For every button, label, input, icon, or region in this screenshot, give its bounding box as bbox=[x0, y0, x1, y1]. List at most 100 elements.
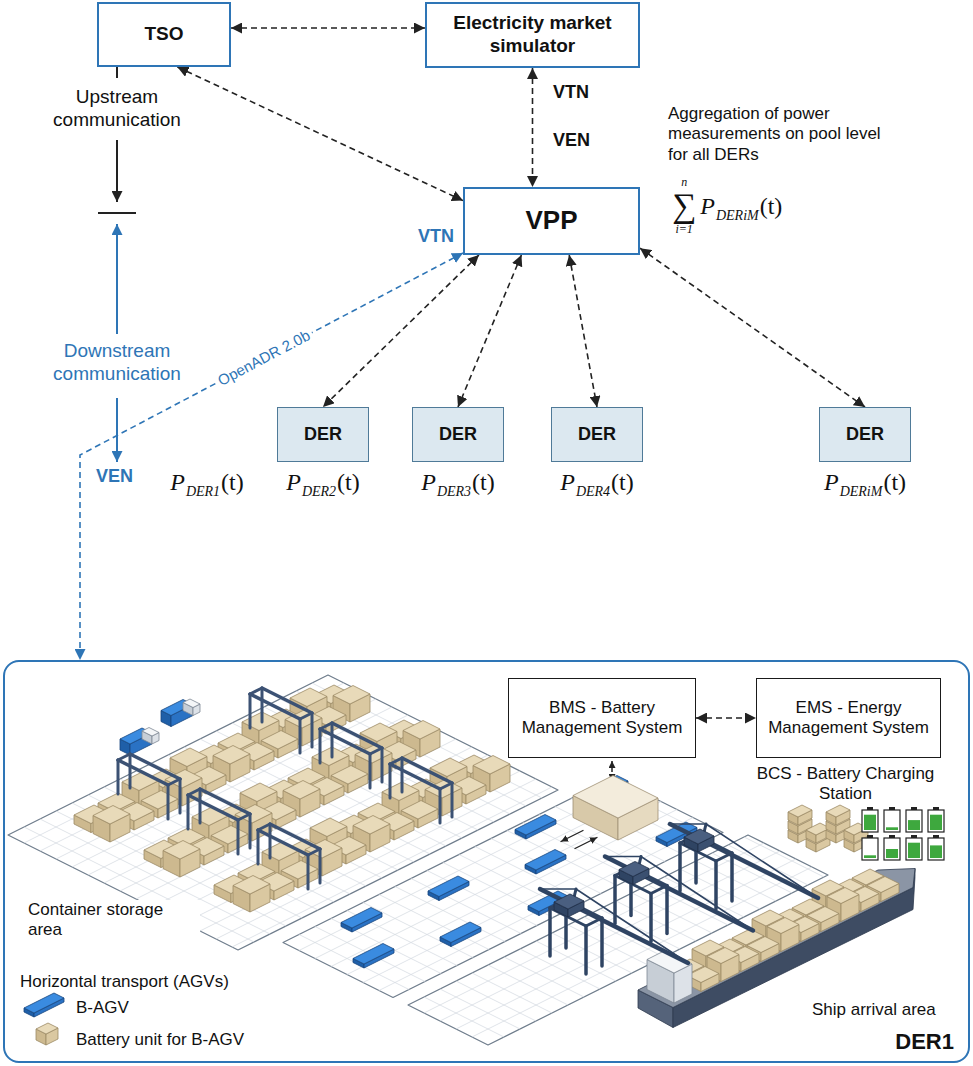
gantry-crane bbox=[299, 719, 302, 753]
battery-unit bbox=[788, 805, 812, 817]
formula-part: P bbox=[824, 469, 839, 495]
grid-line bbox=[315, 927, 425, 982]
container-stack bbox=[261, 731, 298, 750]
container-stack bbox=[310, 818, 347, 837]
grid-line bbox=[427, 871, 537, 926]
gantry-crane bbox=[187, 795, 190, 829]
connector bbox=[80, 253, 463, 660]
downstream-arrow bbox=[116, 398, 118, 462]
gantry-crane bbox=[200, 789, 250, 814]
gantry-crane bbox=[179, 779, 182, 813]
agv bbox=[341, 908, 382, 929]
grid-line bbox=[88, 715, 408, 875]
formula-part: P bbox=[700, 193, 715, 219]
gantry-crane bbox=[249, 814, 252, 848]
gantry-crane bbox=[250, 688, 262, 694]
grid-line bbox=[507, 831, 617, 886]
formula: n∑i=1PDERiM(t) bbox=[672, 176, 782, 236]
quay-crane bbox=[584, 926, 588, 974]
container-stack bbox=[331, 766, 368, 785]
quay-crane bbox=[554, 894, 584, 909]
gantry-crane bbox=[261, 688, 264, 722]
battery-charge bbox=[886, 827, 898, 830]
gantry-crane bbox=[129, 754, 132, 788]
gantry-crane bbox=[319, 729, 322, 763]
battery-unit bbox=[826, 805, 850, 817]
battery-charge bbox=[886, 849, 898, 858]
formula-part: DER1 bbox=[186, 484, 220, 499]
gantry-crane bbox=[370, 748, 382, 754]
gantry-crane bbox=[369, 754, 372, 788]
node-label: BMS - Battery Management System bbox=[518, 698, 686, 739]
grid-line bbox=[632, 893, 712, 933]
grid-line bbox=[136, 771, 366, 886]
formula-term: PDERiM(t) bbox=[700, 192, 782, 221]
quay-crane bbox=[678, 843, 682, 891]
gantry-crane bbox=[258, 824, 270, 830]
power-symbol: PDER1(t) bbox=[170, 468, 244, 497]
quay-crane bbox=[613, 876, 617, 924]
formula-part: n bbox=[681, 176, 687, 189]
system-box: EMS - Energy Management System bbox=[756, 678, 941, 758]
battery-charge bbox=[930, 845, 942, 858]
text-label: Aggregation of power measurements on poo… bbox=[668, 104, 900, 165]
formula-part: DER3 bbox=[437, 484, 471, 499]
gantry-crane bbox=[188, 795, 238, 820]
gantry-crane bbox=[440, 783, 452, 789]
connector bbox=[532, 68, 534, 187]
formula-part: P bbox=[560, 469, 575, 495]
container-stack bbox=[93, 806, 130, 825]
container-stack bbox=[240, 783, 277, 802]
grid-line bbox=[168, 755, 398, 870]
grid-line bbox=[456, 859, 796, 1029]
quay-crane bbox=[619, 862, 649, 877]
container-stack bbox=[333, 686, 370, 705]
legend-battery-icon bbox=[36, 1023, 58, 1034]
ship-area bbox=[408, 835, 828, 1045]
gantry-crane bbox=[257, 830, 260, 864]
connector bbox=[177, 67, 463, 201]
connector bbox=[569, 255, 597, 407]
formula-part: i=1 bbox=[675, 223, 692, 236]
node-label: DER1 bbox=[895, 1029, 954, 1055]
gantry-crane bbox=[167, 785, 170, 819]
grid-line bbox=[200, 739, 430, 854]
battery-charge bbox=[864, 815, 876, 830]
grid-line bbox=[456, 981, 536, 1021]
gantry-crane bbox=[320, 723, 332, 729]
grid-line bbox=[424, 997, 504, 1037]
gantry-crane bbox=[401, 758, 404, 792]
connector bbox=[640, 248, 865, 407]
gantry-crane bbox=[300, 713, 312, 719]
formula-part: (t) bbox=[611, 469, 634, 495]
quay-crane bbox=[548, 908, 552, 956]
formula-part: DER2 bbox=[302, 484, 336, 499]
text-label: VTN bbox=[553, 82, 589, 104]
gantry-crane bbox=[168, 779, 180, 785]
node-label: DER bbox=[846, 424, 884, 446]
grid-line bbox=[296, 691, 526, 806]
container-stack bbox=[285, 710, 322, 729]
gantry-crane bbox=[402, 758, 452, 783]
container-stack bbox=[425, 780, 462, 799]
quay-crane bbox=[665, 886, 669, 934]
text-label: VEN bbox=[553, 130, 590, 152]
battery-icon bbox=[884, 810, 900, 832]
container-stack bbox=[403, 721, 440, 740]
gantry-crane bbox=[439, 789, 442, 823]
edge-label: OpenADR 2.0b bbox=[212, 325, 316, 391]
grid-line bbox=[72, 707, 392, 867]
formula-part: (t) bbox=[337, 469, 360, 495]
grid-line bbox=[168, 755, 488, 915]
container-stack bbox=[235, 805, 272, 824]
text-label: Downstream communication bbox=[42, 340, 192, 386]
text-label: VEN bbox=[96, 466, 133, 488]
node-label: DER bbox=[439, 424, 477, 446]
agv bbox=[440, 922, 481, 943]
power-symbol: PDER2(t) bbox=[286, 468, 360, 497]
connector bbox=[696, 717, 756, 719]
grid-line bbox=[248, 715, 478, 830]
der-box: DER bbox=[551, 407, 643, 462]
ship-cargo bbox=[827, 888, 859, 904]
